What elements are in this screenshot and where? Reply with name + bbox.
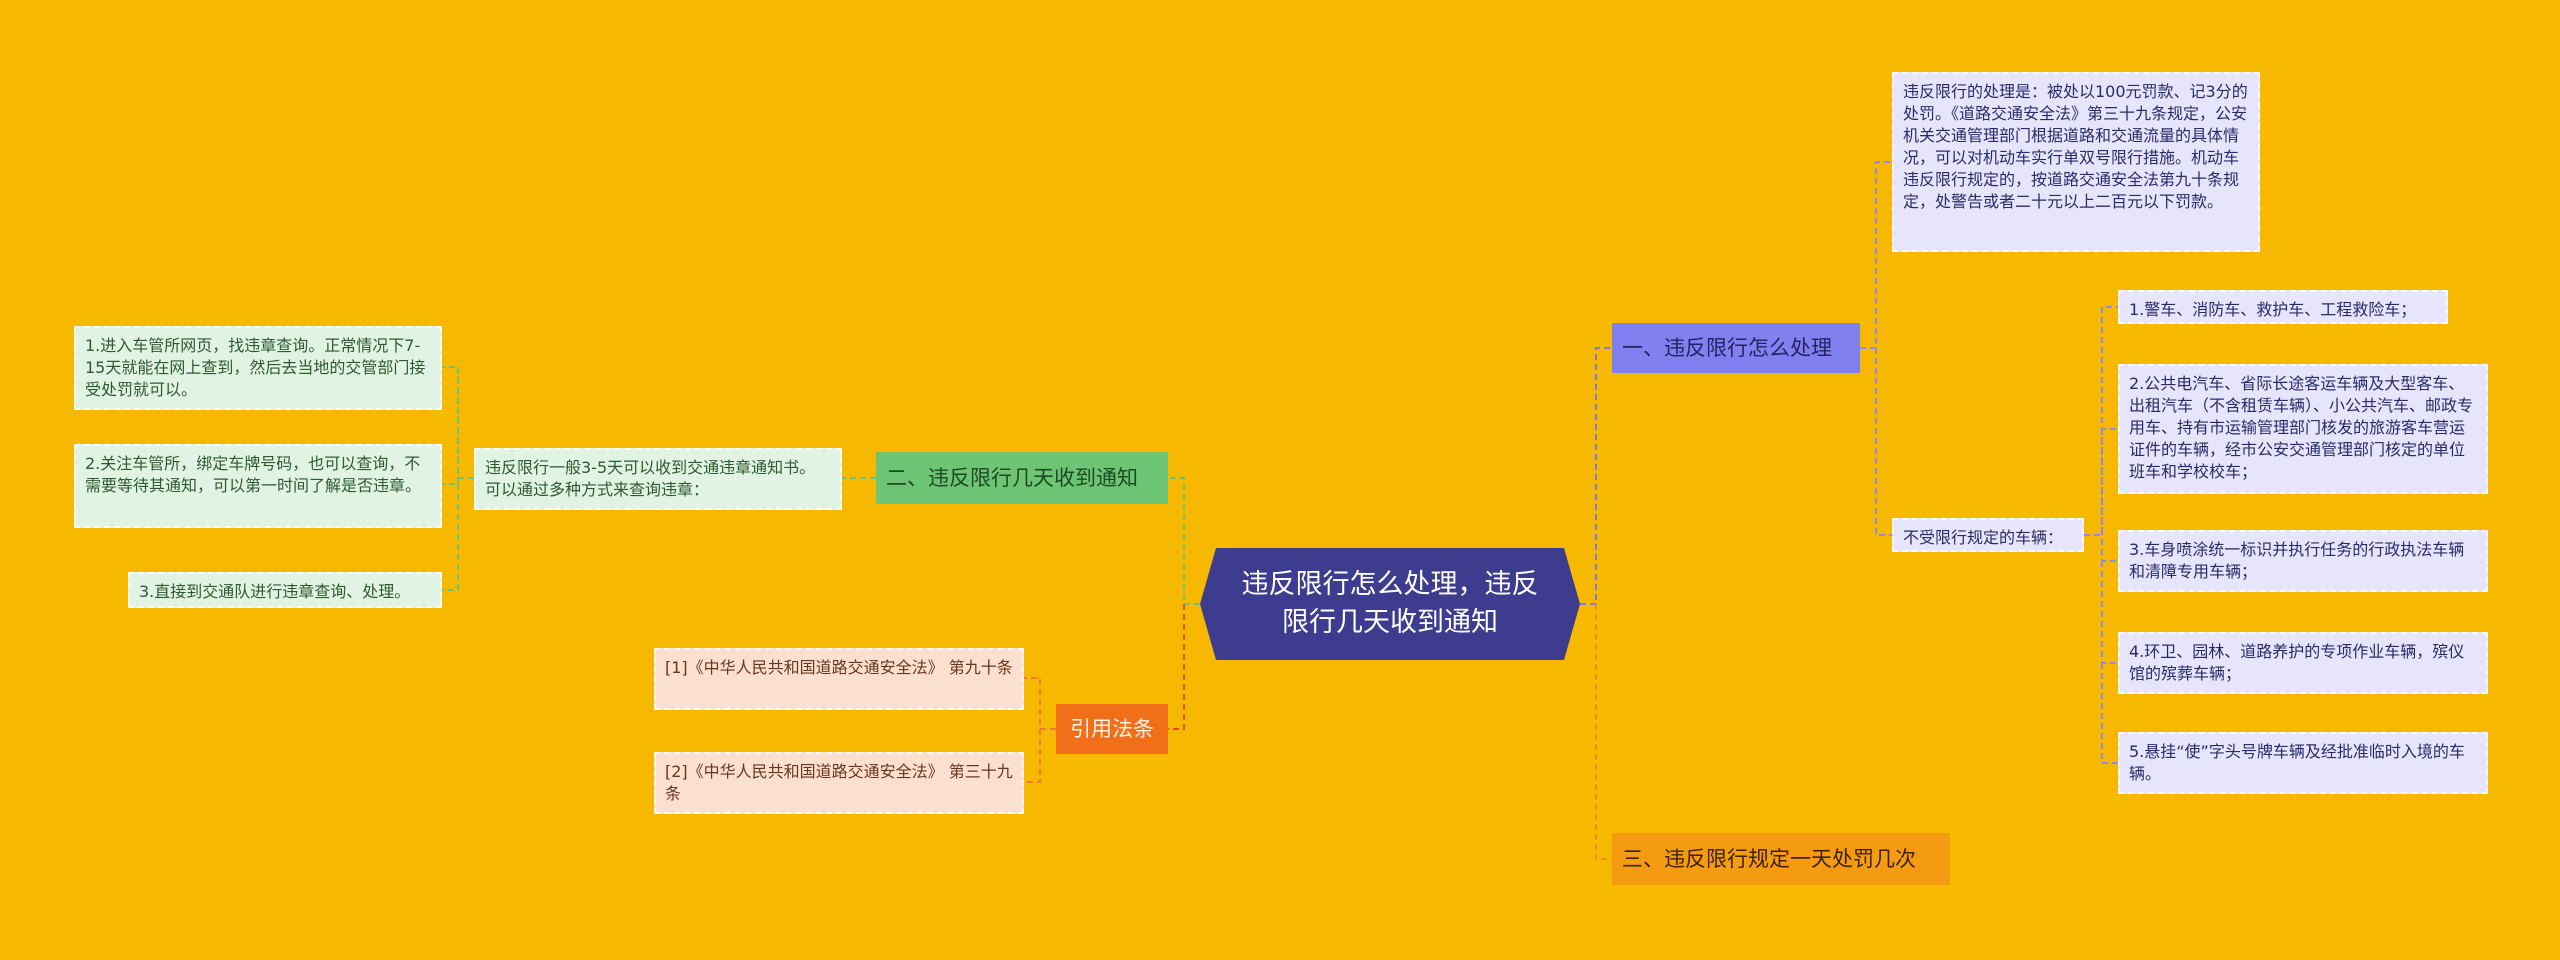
connector-root-b1 [1580,347,1612,605]
connector-b1-exempt [1875,348,1892,536]
leaf-query-way-1[interactable]: 1.进入车管所网页，找违章查询。正常情况下7-15天就能在网上查到，然后去当地的… [74,326,442,410]
leaf-exempt-vehicles[interactable]: 不受限行规定的车辆： [1892,518,2084,552]
connector-b1-penalty [1860,161,1892,349]
leaf-exempt-item-5[interactable]: 5.悬挂“使”字头号牌车辆及经批准临时入境的车辆。 [2118,732,2488,794]
root-topic[interactable]: 违反限行怎么处理，违反限行几天收到通知 [1200,548,1580,660]
connector-root-b3 [1595,604,1612,860]
connector-root-b4 [1168,604,1185,730]
leaf-reference-2[interactable]: [2]《中华人民共和国道路交通安全法》 第三十九条 [654,752,1024,814]
branch-how-to-handle[interactable]: 一、违反限行怎么处理 [1612,323,1860,373]
leaf-query-way-3[interactable]: 3.直接到交通队进行违章查询、处理。 [128,572,442,608]
connector-exempt-items [2084,306,2118,764]
branch-notice-days[interactable]: 二、违反限行几天收到通知 [876,452,1168,504]
connector-root-b2 [1168,477,1200,605]
leaf-exempt-item-2[interactable]: 2.公共电汽车、省际长途客运车辆及大型客车、出租汽车（不含租赁车辆）、小公共汽车… [2118,364,2488,494]
connector-b4-refs [1024,677,1056,783]
leaf-query-way-2[interactable]: 2.关注车管所，绑定车牌号码，也可以查询，不需要等待其通知，可以第一时间了解是否… [74,444,442,528]
branch-penalty-times[interactable]: 三、违反限行规定一天处罚几次 [1612,833,1950,885]
leaf-penalty-description[interactable]: 违反限行的处理是：被处以100元罚款、记3分的处罚。《道路交通安全法》第三十九条… [1892,72,2260,252]
leaf-exempt-item-4[interactable]: 4.环卫、园林、道路养护的专项作业车辆，殡仪馆的殡葬车辆； [2118,632,2488,694]
leaf-exempt-item-3[interactable]: 3.车身喷涂统一标识并执行任务的行政执法车辆和清障专用车辆； [2118,530,2488,592]
branch-legal-references[interactable]: 引用法条 [1056,704,1168,754]
leaf-notice-description[interactable]: 违反限行一般3-5天可以收到交通违章通知书。可以通过多种方式来查询违章： [474,448,842,510]
connector-desc-ways [442,366,474,591]
leaf-exempt-item-1[interactable]: 1.警车、消防车、救护车、工程救险车； [2118,290,2448,324]
leaf-reference-1[interactable]: [1]《中华人民共和国道路交通安全法》 第九十条 [654,648,1024,710]
